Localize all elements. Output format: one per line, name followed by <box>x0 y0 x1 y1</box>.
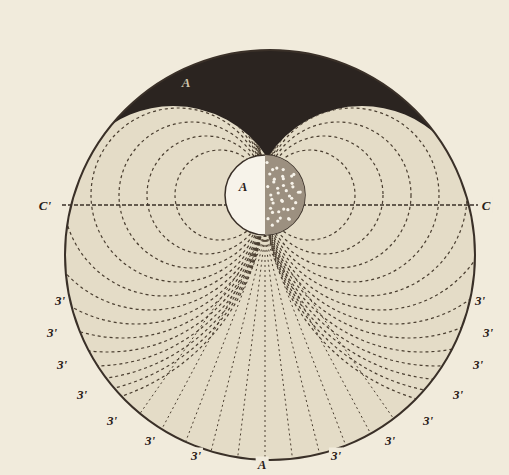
dot <box>282 168 285 171</box>
field-line <box>265 0 509 394</box>
radial-line <box>265 235 358 475</box>
dot <box>272 180 275 183</box>
dot <box>266 217 269 220</box>
figure-letter: A <box>237 179 250 194</box>
dot <box>292 173 295 176</box>
radial-line <box>172 235 265 475</box>
inner-shaded-half <box>265 155 305 235</box>
dot <box>282 184 285 187</box>
dot <box>277 210 280 213</box>
figure-letter: C <box>480 198 493 213</box>
dot <box>290 197 293 200</box>
figure-letter: 3' <box>383 433 397 448</box>
figure-letter: 3' <box>105 413 119 428</box>
dot <box>270 198 273 201</box>
dot <box>288 194 291 197</box>
figure-letter: A <box>256 456 269 471</box>
dot <box>265 161 268 164</box>
dot <box>269 193 272 196</box>
dot <box>286 208 289 211</box>
figure-letter: 3' <box>451 387 465 402</box>
figure-letter: 3' <box>75 387 89 402</box>
dot <box>294 201 297 204</box>
field-line <box>265 108 439 282</box>
dot <box>271 224 274 227</box>
dot <box>268 172 271 175</box>
figure-letter: 3' <box>55 357 69 372</box>
radial-line <box>265 235 297 475</box>
dot <box>269 207 272 210</box>
field-line <box>0 0 265 408</box>
dot <box>290 182 293 185</box>
figure-letter: 3' <box>329 448 343 463</box>
radial-line <box>233 235 265 475</box>
field-line <box>265 94 467 296</box>
figure-letter: 3' <box>421 413 435 428</box>
figure-letter: 3' <box>45 325 59 340</box>
dot <box>291 207 294 210</box>
figure-letter: A <box>180 75 193 90</box>
figure-letter: 3' <box>53 293 67 308</box>
inner-dots <box>265 161 301 227</box>
figure-letter: 3' <box>189 448 203 463</box>
figure-letter: C' <box>37 198 53 213</box>
dot <box>281 200 284 203</box>
radial-line <box>265 235 328 475</box>
dot <box>271 211 274 214</box>
dot <box>282 207 285 210</box>
figure-letter: 3' <box>481 325 495 340</box>
outer-circle <box>65 50 475 460</box>
dot <box>299 190 302 193</box>
radial-line <box>116 235 265 448</box>
radial-line <box>143 235 265 465</box>
field-line <box>265 80 495 310</box>
field-line <box>265 136 383 254</box>
inner-circle <box>225 155 305 235</box>
dot <box>279 216 282 219</box>
radial-line <box>265 235 414 448</box>
dot <box>288 218 291 221</box>
dot <box>272 201 275 204</box>
dot <box>273 178 276 181</box>
dot <box>287 217 290 220</box>
dot <box>266 185 269 188</box>
field-line <box>265 0 509 408</box>
figure-letter: 3' <box>471 357 485 372</box>
radial-line <box>202 235 265 475</box>
dot <box>276 219 279 222</box>
figure-letter: 3' <box>143 433 157 448</box>
dot <box>271 168 274 171</box>
dot <box>280 199 283 202</box>
field-line <box>265 10 509 380</box>
dot <box>276 187 279 190</box>
dot <box>285 189 288 192</box>
field-line <box>265 122 411 268</box>
radial-lines <box>116 235 414 475</box>
field-lines <box>0 0 509 408</box>
dot <box>277 191 280 194</box>
dot <box>291 185 294 188</box>
dot <box>281 175 284 178</box>
radial-line <box>265 235 266 475</box>
radial-line <box>265 235 387 465</box>
figure-letter: 3' <box>473 293 487 308</box>
field-line <box>265 150 355 240</box>
dot <box>275 166 278 169</box>
